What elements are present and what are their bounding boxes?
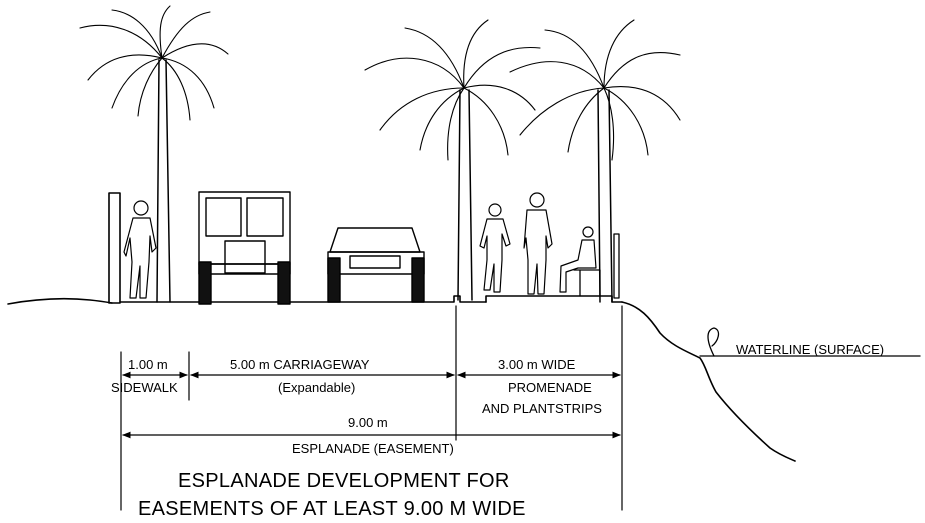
palm-tree-icon	[364, 19, 541, 301]
seated-person-icon	[559, 226, 597, 293]
ground-profile	[7, 295, 796, 462]
bench-icon	[573, 269, 601, 297]
promenade-width-label: 3.00 m WIDE	[498, 357, 576, 372]
waterline-marker-icon	[699, 327, 921, 357]
carriageway-width-label: 5.00 m CARRIAGEWAY	[230, 357, 370, 372]
carriageway-note: (Expandable)	[278, 380, 355, 395]
palm-tree-icon	[509, 19, 681, 303]
waterline-label: WATERLINE (SURFACE)	[736, 342, 884, 357]
title-line-1: ESPLANADE DEVELOPMENT FOR	[178, 470, 510, 492]
sidewalk-label: SIDEWALK	[111, 380, 178, 395]
truck-icon	[198, 191, 291, 305]
pedestrian-icon	[479, 203, 511, 293]
promenade-post	[613, 233, 620, 299]
dimension-arrows	[122, 371, 621, 439]
promenade-label-line1: PROMENADE	[508, 380, 592, 395]
promenade-label-line2: AND PLANTSTRIPS	[482, 401, 602, 416]
title-line-2: EASEMENTS OF AT LEAST 9.00 M WIDE	[138, 498, 526, 520]
pedestrian-icon	[523, 192, 553, 295]
esplanade-label: ESPLANADE (EASEMENT)	[292, 441, 454, 456]
pedestrian-icon	[123, 200, 157, 299]
sidewalk-width-label: 1.00 m	[128, 357, 168, 372]
sidewalk-wall	[108, 192, 121, 304]
palm-tree-icon	[79, 5, 229, 303]
car-icon	[327, 227, 425, 303]
total-width-label: 9.00 m	[348, 415, 388, 430]
dimension-verticals	[120, 305, 623, 511]
